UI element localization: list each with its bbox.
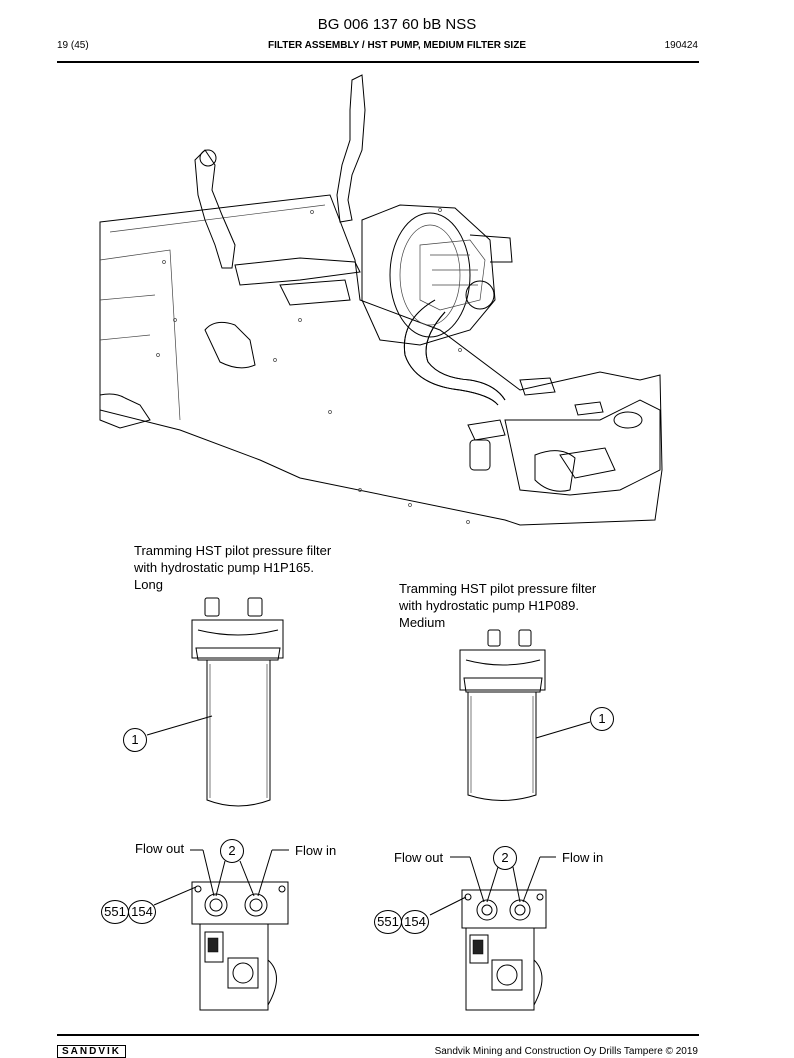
section-title: FILTER ASSEMBLY / HST PUMP, MEDIUM FILTE…	[268, 40, 526, 51]
header-rule	[57, 61, 699, 63]
long-flow-out-label: Flow out	[135, 841, 185, 856]
medium-caption-line-2: with hydrostatic pump H1P089.	[399, 598, 579, 613]
long-filter-caption: Tramming HST pilot pressure filter with …	[134, 542, 331, 593]
medium-filter-caption: Tramming HST pilot pressure filter with …	[399, 580, 596, 631]
long-filter-port-view	[191, 881, 289, 1011]
callout-medium-filter: 1	[590, 707, 614, 731]
long-flow-in-label: Flow in	[295, 843, 337, 858]
footer-rule	[57, 1034, 699, 1036]
long-caption-line-3: Long	[134, 577, 163, 592]
medium-flow-out-label: Flow out	[394, 850, 444, 865]
callout-long-ports: 2	[220, 839, 244, 863]
document-title: BG 006 137 60 bB NSS	[317, 16, 477, 33]
leader-lines	[146, 715, 591, 916]
callout-long-551: 551	[101, 900, 129, 924]
long-caption-line-2: with hydrostatic pump H1P165.	[134, 560, 314, 575]
medium-flow-in-label: Flow in	[562, 850, 604, 865]
medium-filter-port-view	[461, 889, 547, 1011]
page-number: 19 (45)	[57, 40, 89, 51]
callout-medium-154: 154	[401, 910, 429, 934]
long-filter-illustration	[191, 597, 284, 807]
callout-long-154: 154	[128, 900, 156, 924]
footer-copyright: Sandvik Mining and Construction Oy Drill…	[434, 1046, 698, 1057]
callout-medium-ports: 2	[493, 846, 517, 870]
medium-caption-line-1: Tramming HST pilot pressure filter	[399, 581, 597, 596]
callout-long-filter: 1	[123, 728, 147, 752]
machine-frame-illustration	[99, 74, 663, 526]
medium-caption-line-3: Medium	[399, 615, 446, 630]
document-date: 190424	[664, 40, 698, 51]
logo-text: SANDVIK	[57, 1045, 127, 1058]
callout-medium-551: 551	[374, 910, 402, 934]
long-caption-line-1: Tramming HST pilot pressure filter	[134, 543, 332, 558]
medium-filter-illustration	[459, 629, 546, 801]
sandvik-logo: SANDVIK	[57, 1045, 127, 1058]
